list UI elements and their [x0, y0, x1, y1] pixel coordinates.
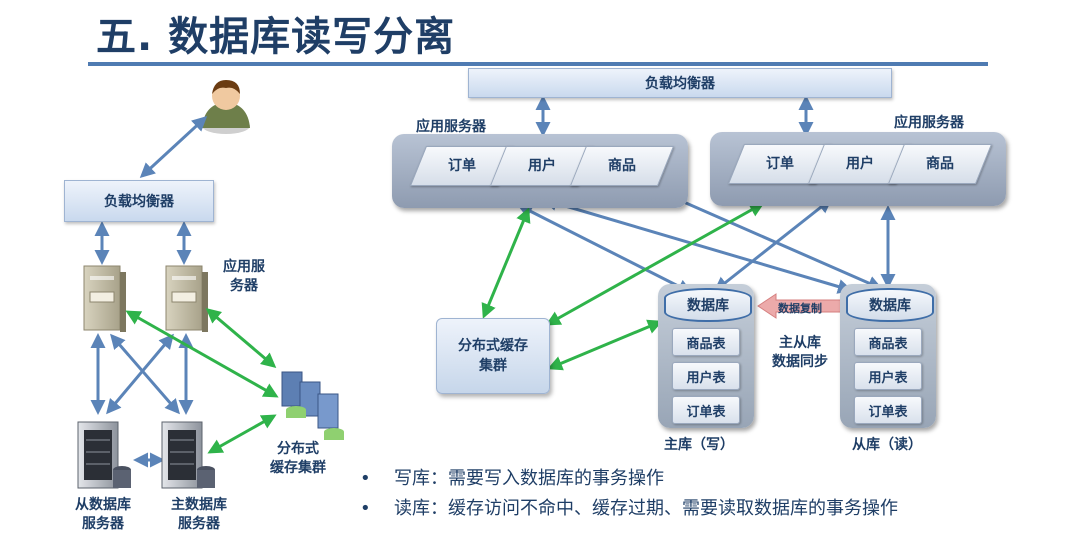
master-slave-sync-label: 主从库 数据同步 [762, 334, 838, 372]
master-db-server-label-line1: 主数据库 [171, 497, 227, 513]
app-server-icon [165, 265, 208, 332]
app-server-icon [83, 265, 126, 332]
app-server-label-1: 应用服务器 [416, 119, 486, 135]
slave-table-order: 订单表 [854, 396, 922, 424]
left-cache-cluster-label-line1: 分布式 [277, 441, 319, 457]
app1-tab-product: 商品 [569, 146, 675, 186]
replication-label: 数据复制 [778, 302, 822, 315]
slave-db-head: 数据库 [846, 288, 934, 322]
bullet-marker: • [360, 498, 371, 519]
cache-label-line1: 分布式缓存 [458, 338, 528, 354]
bullet-write-db: • 写库：需要写入数据库的事务操作 [360, 464, 664, 490]
master-table-product: 商品表 [672, 328, 740, 356]
app2-tab-product: 商品 [887, 144, 993, 184]
bullet-text: 写库：需要写入数据库的事务操作 [394, 468, 664, 489]
left-cache-cluster-label: 分布式 缓存集群 [256, 440, 340, 478]
slave-db-server-icon [77, 421, 131, 489]
slave-db-server-label-line1: 从数据库 [75, 497, 131, 513]
left-app-server-label-line2: 务器 [230, 278, 258, 294]
user-icon [202, 80, 250, 134]
app-server-panel-2: 订单 用户 商品 [710, 132, 1006, 206]
page-title: 五. 数据库读写分离 [96, 14, 456, 60]
app-server-label-2: 应用服务器 [894, 115, 964, 131]
master-db-caption: 主库（写） [664, 437, 734, 453]
left-app-server-label-line1: 应用服 [223, 259, 265, 275]
right-load-balancer: 负载均衡器 [468, 68, 892, 98]
left-load-balancer: 负载均衡器 [64, 180, 214, 222]
master-db-server-label-line2: 服务器 [178, 516, 220, 532]
master-db-server-icon [161, 421, 215, 489]
master-table-user: 用户表 [672, 362, 740, 390]
master-db-server-label: 主数据库 服务器 [158, 496, 240, 534]
sync-label-line1: 主从库 [779, 335, 821, 351]
slave-db-server-label: 从数据库 服务器 [62, 496, 144, 534]
master-db-panel: 数据库 商品表 用户表 订单表 [658, 284, 754, 428]
title-divider [88, 62, 988, 66]
bullet-text: 读库：缓存访问不命中、缓存过期、需要读取数据库的事务操作 [394, 498, 898, 519]
slave-table-product: 商品表 [854, 328, 922, 356]
slave-db-caption: 从库（读） [852, 437, 922, 453]
cache-cluster-icon [281, 371, 344, 440]
master-db-head: 数据库 [664, 288, 752, 322]
left-cache-cluster-label-line2: 缓存集群 [270, 460, 326, 476]
app-server-panel-1: 订单 用户 商品 [392, 134, 688, 208]
slave-db-panel: 数据库 商品表 用户表 订单表 [840, 284, 936, 428]
cache-label-line2: 集群 [479, 358, 507, 374]
sync-label-line2: 数据同步 [772, 354, 828, 370]
left-app-server-label: 应用服 务器 [212, 258, 276, 296]
slave-db-server-label-line2: 服务器 [82, 516, 124, 532]
slave-table-user: 用户表 [854, 362, 922, 390]
distributed-cache-cluster: 分布式缓存 集群 [436, 318, 550, 394]
bullet-marker: • [360, 468, 371, 489]
bullet-read-db: • 读库：缓存访问不命中、缓存过期、需要读取数据库的事务操作 [360, 494, 898, 520]
master-table-order: 订单表 [672, 396, 740, 424]
